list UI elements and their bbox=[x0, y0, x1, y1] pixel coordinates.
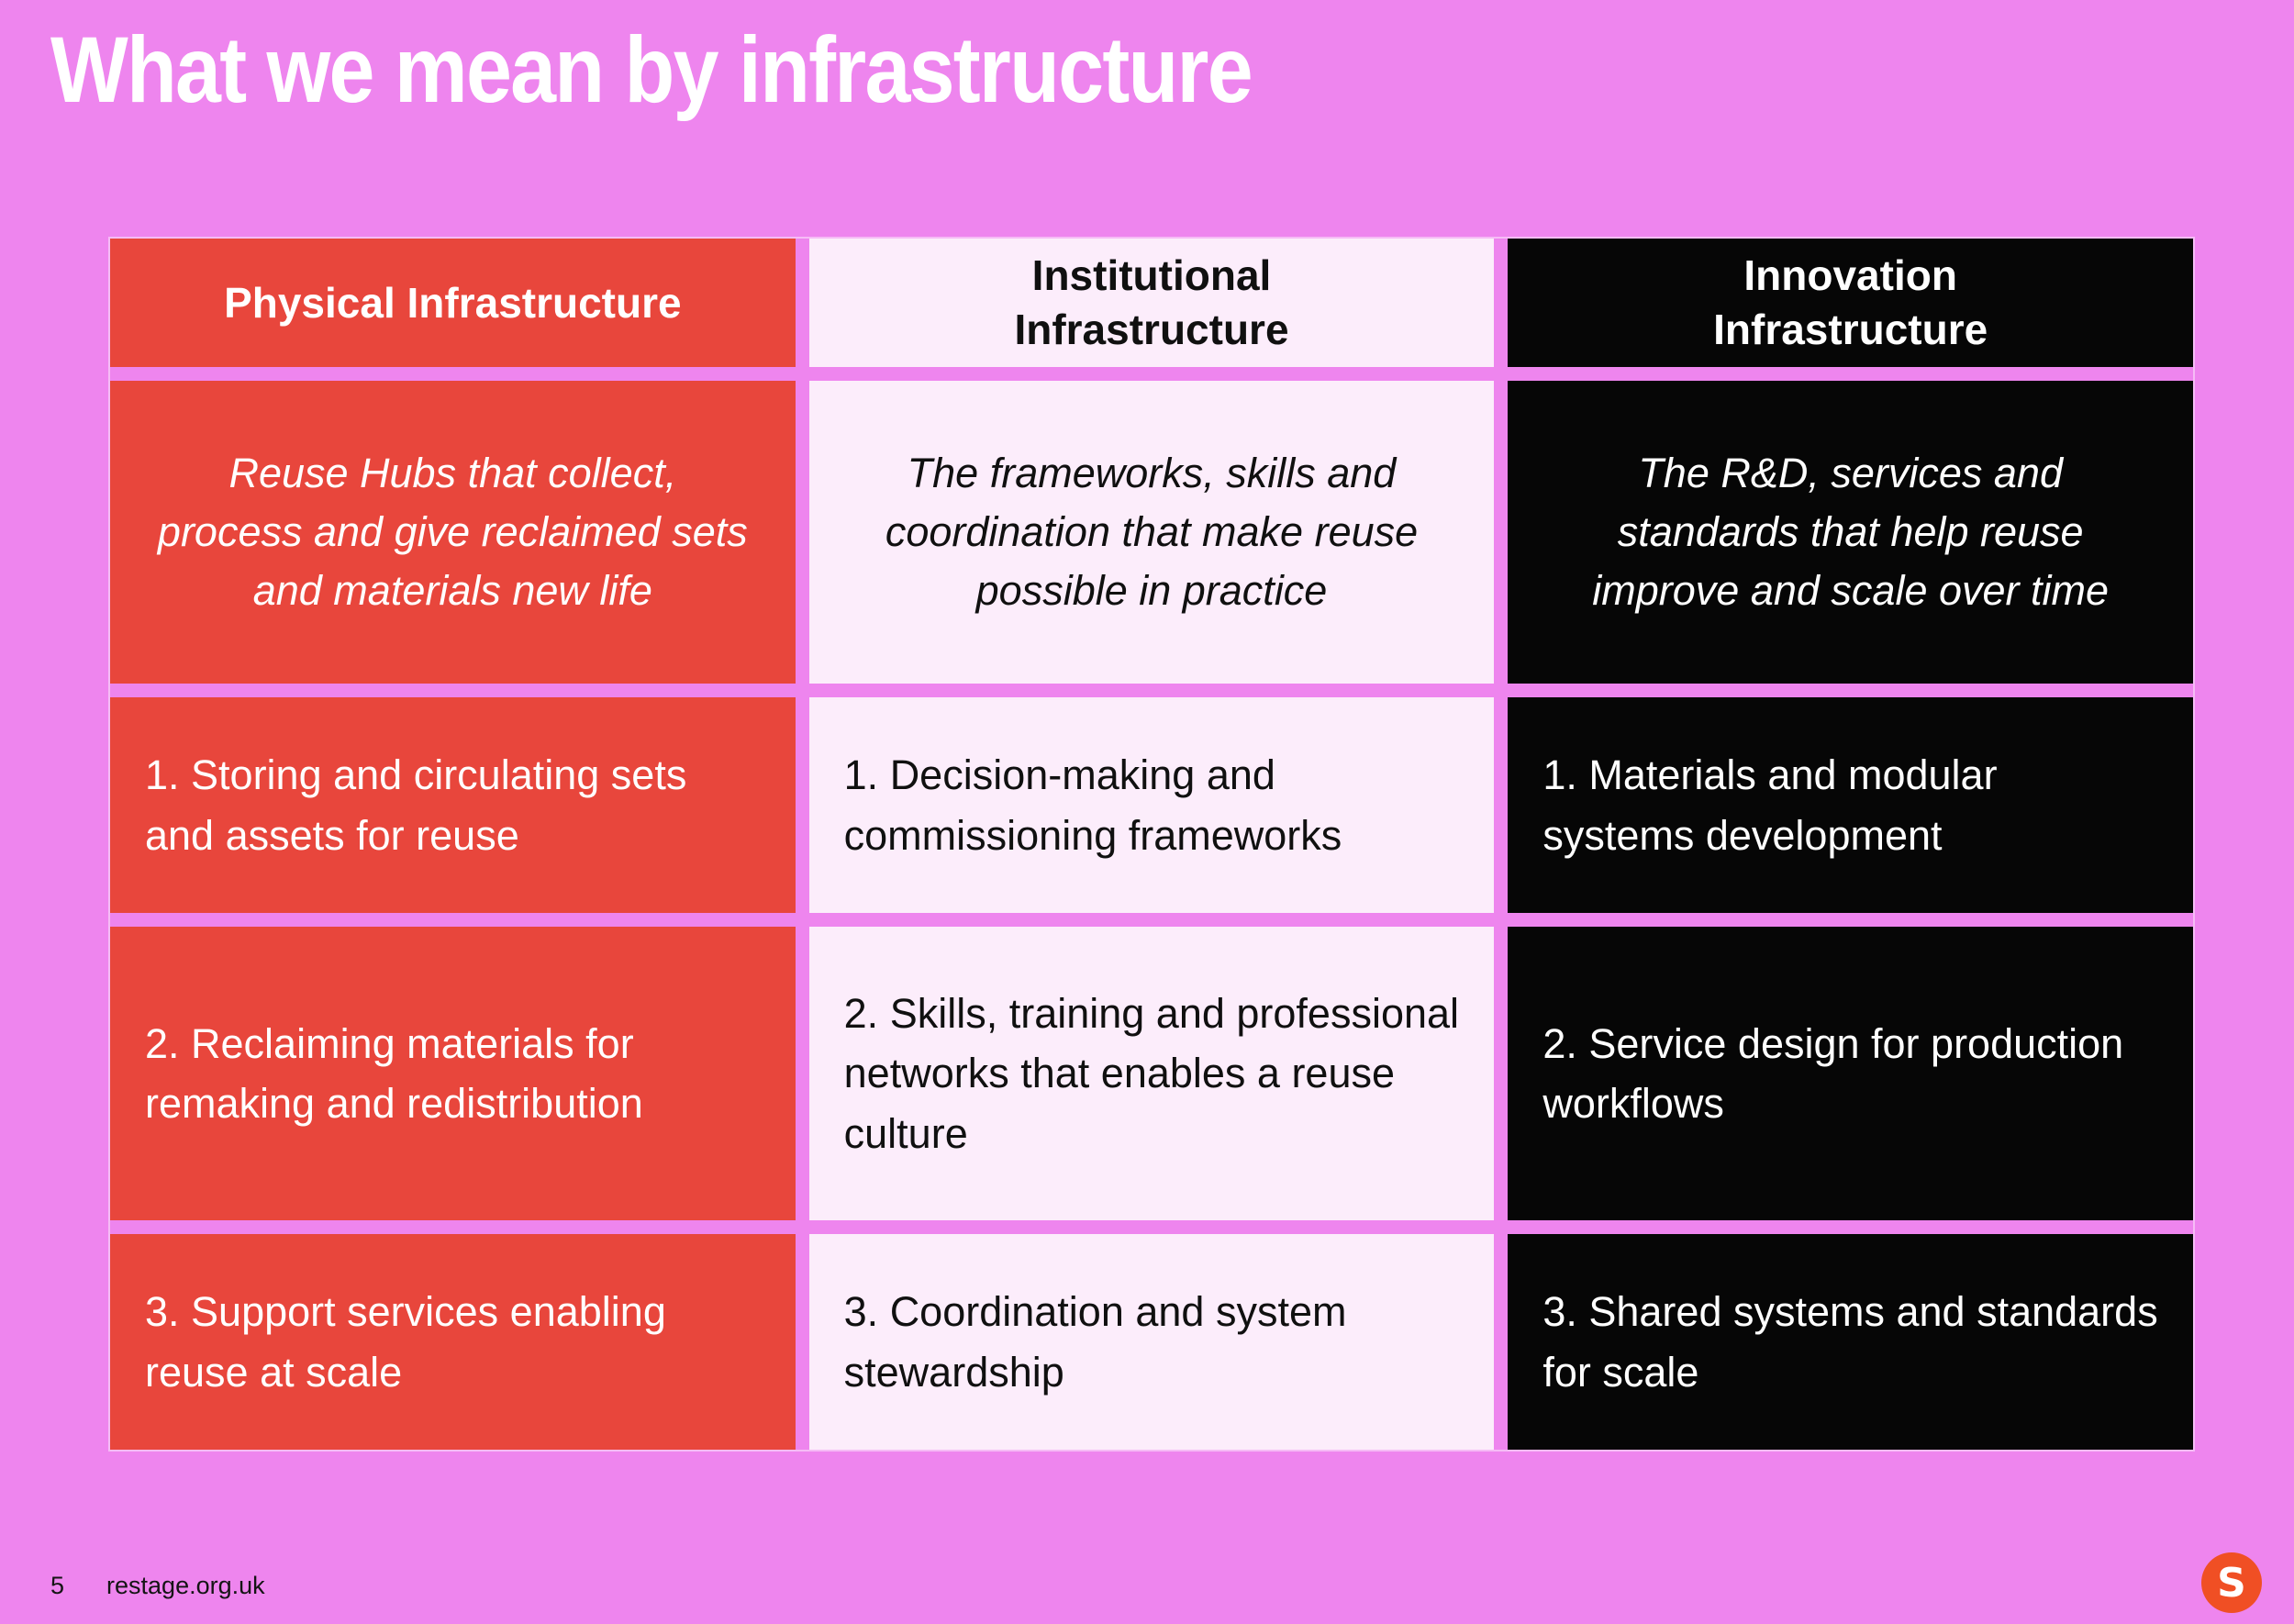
table-cell-institutional-item-1: 1. Decision-making and commissioning fra… bbox=[808, 697, 1495, 913]
table-cell-physical-item-2: 2. Reclaiming materials for remaking and… bbox=[110, 927, 796, 1220]
column-description-innovation: The R&D, services and standards that hel… bbox=[1508, 381, 2193, 684]
column-description-institutional: The frameworks, skills and coordination … bbox=[808, 381, 1495, 684]
column-header-institutional: Institutional Infrastructure bbox=[808, 239, 1495, 367]
slide-footer: 5 restage.org.uk bbox=[50, 1572, 265, 1600]
table-cell-innovation-item-1: 1. Materials and modular systems develop… bbox=[1508, 697, 2193, 913]
column-header-physical: Physical Infrastructure bbox=[110, 239, 796, 367]
footer-link[interactable]: restage.org.uk bbox=[106, 1572, 265, 1599]
page-number: 5 bbox=[50, 1572, 65, 1599]
restage-logo-icon: S bbox=[2201, 1552, 2262, 1613]
table-cell-physical-item-3: 3. Support services enabling reuse at sc… bbox=[110, 1234, 796, 1450]
infrastructure-table: Physical Infrastructure Institutional In… bbox=[110, 239, 2193, 1450]
table-cell-institutional-item-2: 2. Skills, training and professional net… bbox=[808, 927, 1495, 1220]
table-cell-institutional-item-3: 3. Coordination and system stewardship bbox=[808, 1234, 1495, 1450]
page-title: What we mean by infrastructure bbox=[50, 17, 1253, 122]
column-description-physical: Reuse Hubs that collect, process and giv… bbox=[110, 381, 796, 684]
table-cell-innovation-item-2: 2. Service design for production workflo… bbox=[1508, 927, 2193, 1220]
column-header-innovation: Innovation Infrastructure bbox=[1508, 239, 2193, 367]
logo-letter: S bbox=[2217, 1559, 2246, 1607]
table-cell-innovation-item-3: 3. Shared systems and standards for scal… bbox=[1508, 1234, 2193, 1450]
table-cell-physical-item-1: 1. Storing and circulating sets and asse… bbox=[110, 697, 796, 913]
